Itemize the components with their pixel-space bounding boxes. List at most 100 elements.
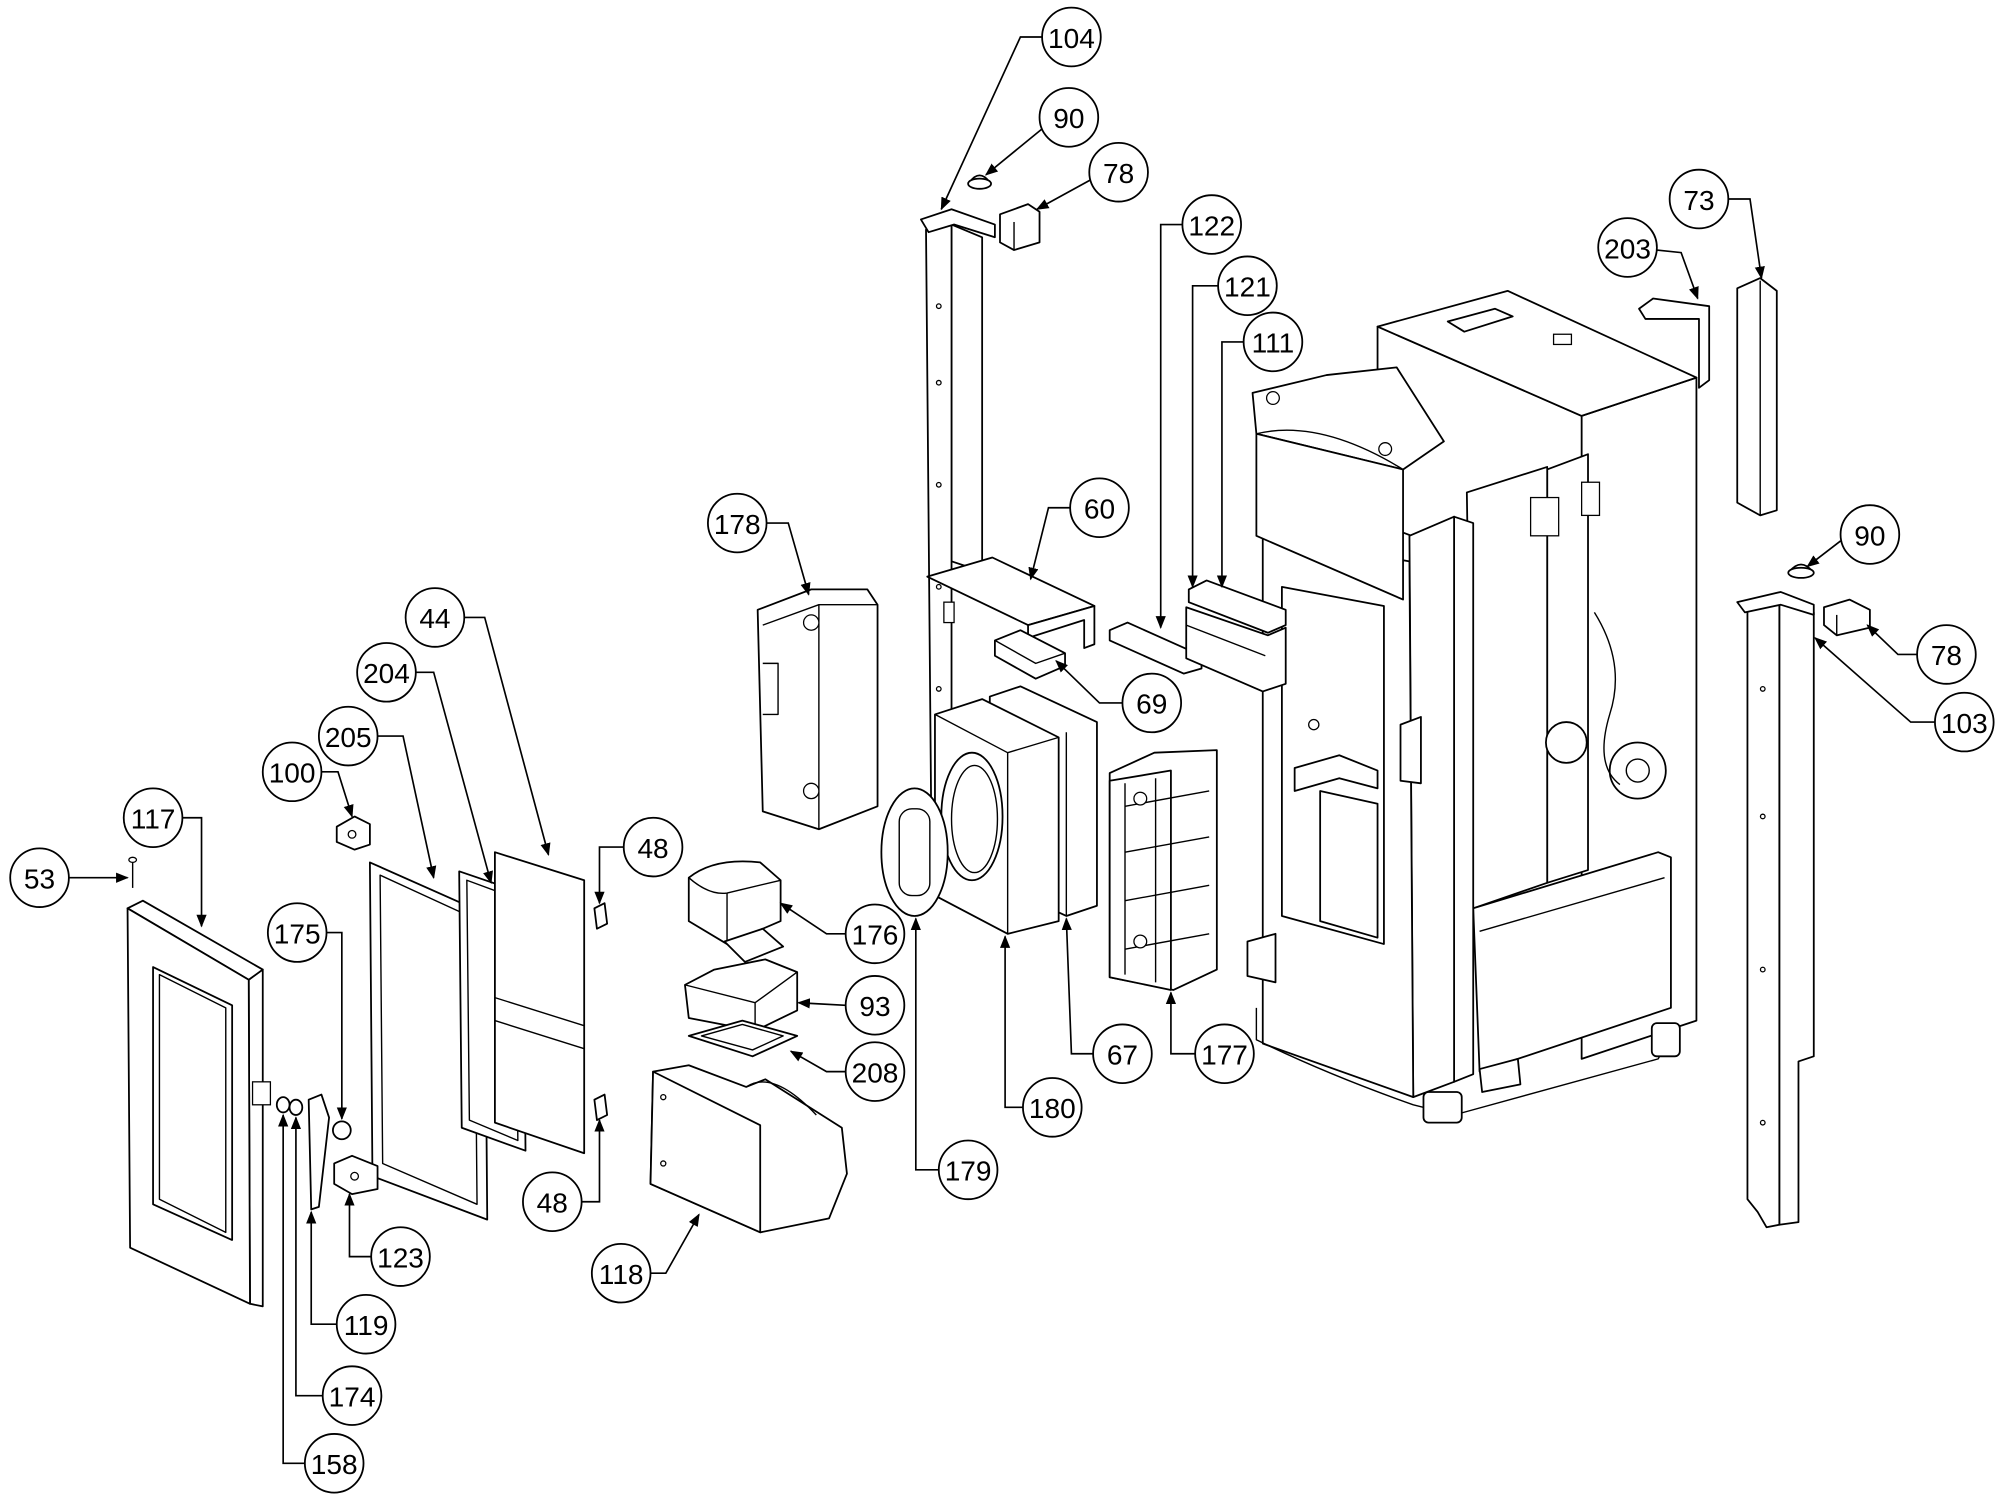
callout-label: 93: [859, 991, 890, 1022]
side-switch-box: [1246, 932, 1277, 984]
leader-line: [344, 1192, 372, 1258]
top-label-plate: [1552, 333, 1573, 346]
callout-label: 69: [1136, 689, 1167, 720]
callout-label: 118: [599, 1259, 644, 1290]
callout-121: 121: [1187, 255, 1278, 589]
pillar-side-face: [950, 223, 984, 573]
grate-boss: [1133, 791, 1148, 806]
callout-circle: [404, 587, 466, 648]
callout-label: 90: [1854, 520, 1885, 551]
callout-label: 78: [1103, 158, 1134, 189]
part-205-door-gasket: [369, 861, 489, 1221]
drawer-inner-curve: [745, 1081, 817, 1116]
callout-circle: [1088, 141, 1149, 203]
leader-line: [789, 1050, 846, 1073]
part-90-right-knob: [1787, 563, 1815, 579]
glass-reflection: [494, 1019, 585, 1050]
firebox-rear-wall: [1319, 790, 1379, 939]
callout-label: 48: [537, 1188, 568, 1219]
grate-rung: [1124, 884, 1210, 902]
callout-90-top: 90: [984, 87, 1100, 176]
callout-label: 73: [1683, 185, 1714, 216]
part-177-grate: [1108, 749, 1218, 991]
callout-circle: [1668, 168, 1730, 230]
callout-circle: [335, 1293, 397, 1355]
callout-circle: [590, 1242, 652, 1304]
callout-circle: [1194, 1023, 1255, 1085]
leader-line: [377, 735, 437, 879]
leader-line: [1028, 506, 1071, 581]
leader-line: [1035, 179, 1091, 210]
callout-circle: [261, 741, 323, 803]
leader-line: [182, 816, 207, 928]
part-123-lower-hinge: [333, 1154, 379, 1195]
gasket-inner: [700, 1023, 784, 1051]
washer: [275, 1096, 291, 1114]
plate-tab: [943, 601, 955, 624]
pillar-hole: [1759, 813, 1766, 820]
pillar-front-face: [1746, 601, 1781, 1229]
leader-line: [1814, 637, 1935, 723]
pillar-side-face: [1778, 601, 1815, 1226]
callout-93: 93: [797, 975, 906, 1036]
leader-line: [797, 998, 846, 1009]
part-174-washer: [288, 1098, 304, 1116]
callout-175: 175: [266, 902, 347, 1121]
part-69-deflector: [994, 629, 1066, 680]
fire-wall-opening: [940, 751, 1004, 882]
panel-hole-top: [802, 614, 820, 631]
flange-outline: [1187, 579, 1287, 634]
door-window: [152, 966, 234, 1241]
callout-circle: [844, 1041, 906, 1102]
glass-pane: [494, 851, 586, 1155]
part-100-upper-hinge: [335, 815, 371, 851]
callout-label: 53: [24, 863, 55, 894]
leader-line: [1866, 624, 1918, 656]
callout-122: 122: [1155, 194, 1242, 629]
callout-label: 178: [714, 509, 761, 540]
fan-motor-hub: [1625, 758, 1650, 783]
bracket-outline: [1823, 598, 1871, 637]
part-203-strap: [1638, 297, 1711, 389]
leader-line: [290, 1116, 323, 1397]
callout-circle: [1839, 504, 1901, 565]
pillar-hole: [935, 303, 942, 310]
gasket-inner: [379, 874, 478, 1206]
part-93-burn-pot: [684, 927, 799, 1032]
grate-rung: [1124, 836, 1210, 853]
drawer-screw: [660, 1093, 667, 1101]
callout-circle: [1217, 255, 1278, 317]
callout-label: 78: [1931, 640, 1962, 671]
callout-67: 67: [1061, 917, 1153, 1085]
callout-label: 205: [325, 722, 372, 753]
leader-line: [766, 522, 811, 596]
part-175-knob: [332, 1120, 352, 1141]
ring-outer: [880, 787, 949, 917]
leader-line: [1187, 284, 1219, 589]
callout-circle: [1022, 1077, 1083, 1138]
baffle-outline: [1185, 606, 1287, 693]
front-right-pillar-side: [1453, 515, 1475, 1083]
pillar-hole: [935, 481, 942, 488]
drawer-screw: [660, 1160, 667, 1167]
callout-176: 176: [779, 902, 906, 965]
strap-outline: [1638, 297, 1711, 389]
clip-outline: [593, 1093, 609, 1121]
part-119-handle-lever: [307, 1093, 330, 1211]
deflector-outline: [994, 629, 1066, 680]
part-73-profile: [1736, 277, 1778, 517]
side-panel-bracket: [1529, 496, 1560, 537]
glass-reflection: [494, 996, 585, 1027]
callout-208: 208: [789, 1041, 906, 1102]
part-178-side-panel: [756, 588, 879, 831]
callout-44: 44: [404, 587, 551, 856]
callout-circle: [937, 1139, 999, 1201]
callout-111: 111: [1216, 311, 1304, 589]
gear-motor: [1545, 721, 1588, 764]
door-window-inner: [158, 973, 227, 1234]
callout-label: 121: [1224, 272, 1271, 303]
bracket-outline: [999, 203, 1041, 251]
hood-front-face: [1255, 432, 1404, 601]
hood-curved-lip: [1256, 429, 1404, 471]
part-48-clip-lower: [593, 1093, 609, 1121]
